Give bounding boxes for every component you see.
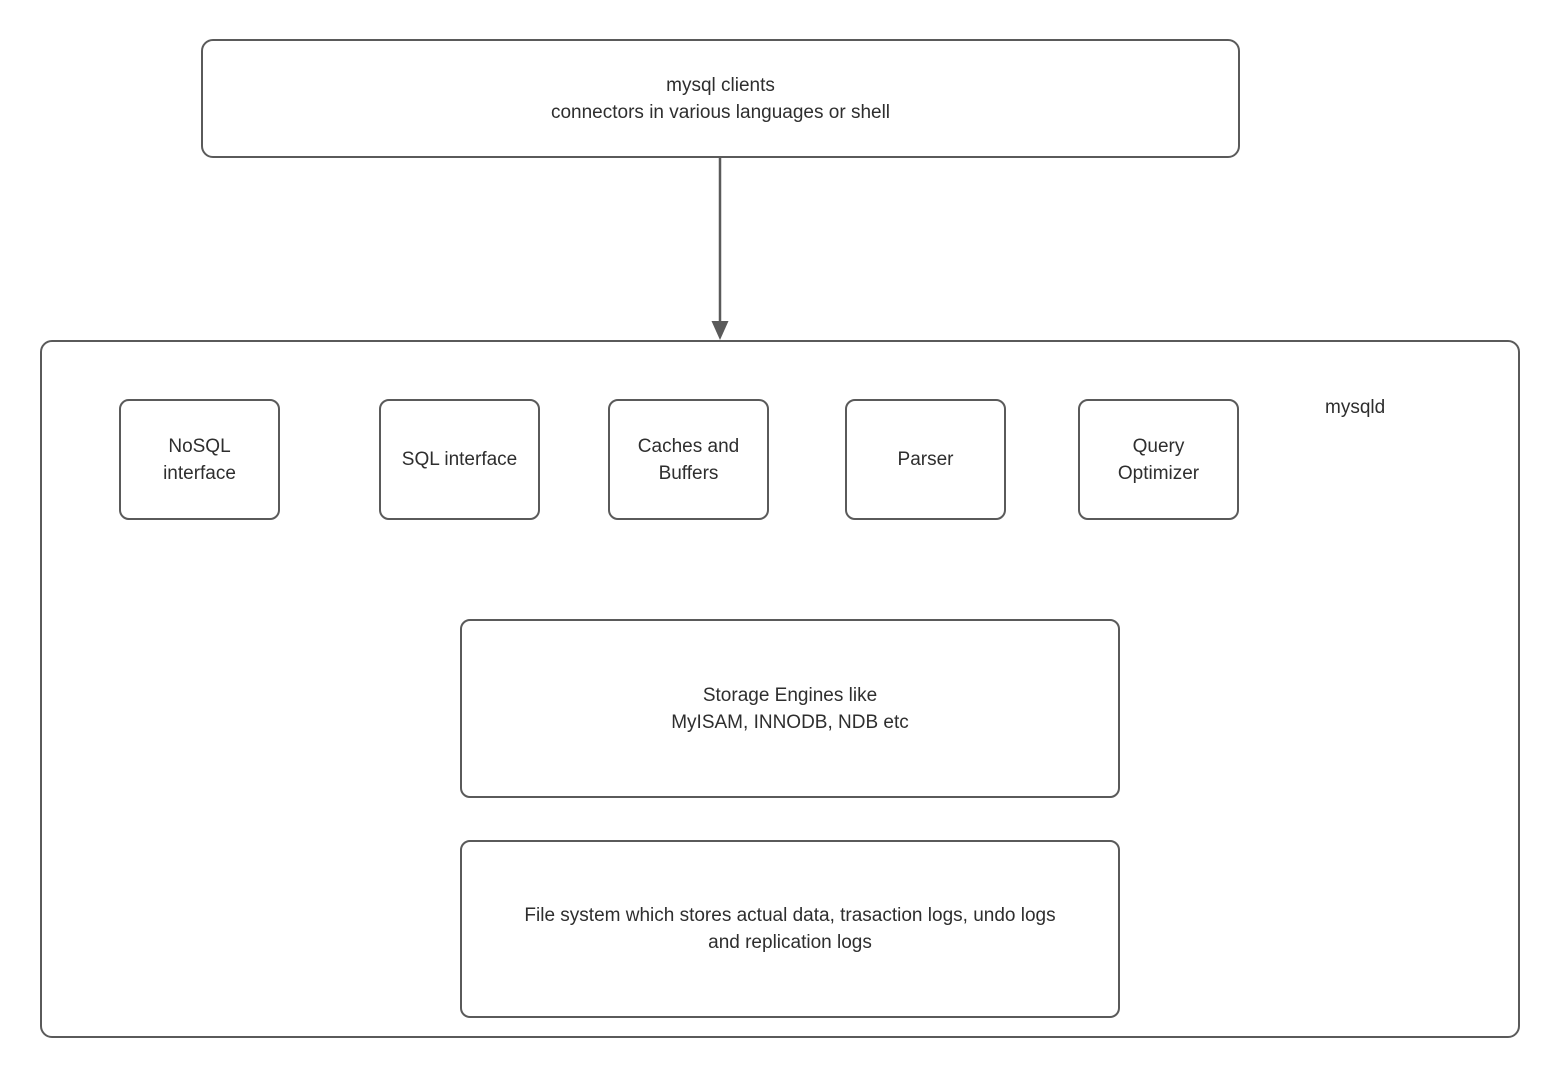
file-system-box[interactable]: File system which stores actual data, tr…	[460, 840, 1120, 1018]
component-box-parser[interactable]: Parser	[845, 399, 1006, 520]
component-box-nosql-interface[interactable]: NoSQL interface	[119, 399, 280, 520]
mysql-clients-box[interactable]: mysql clients connectors in various lang…	[201, 39, 1240, 158]
component-box-query-optimizer[interactable]: Query Optimizer	[1078, 399, 1239, 520]
mysqld-label: mysqld	[1325, 397, 1386, 418]
component-box-caches-and-buffers[interactable]: Caches and Buffers	[608, 399, 769, 520]
storage-engines-box[interactable]: Storage Engines like MyISAM, INNODB, NDB…	[460, 619, 1120, 798]
clients-to-mysqld-arrow-icon	[711, 158, 729, 340]
component-box-sql-interface[interactable]: SQL interface	[379, 399, 540, 520]
